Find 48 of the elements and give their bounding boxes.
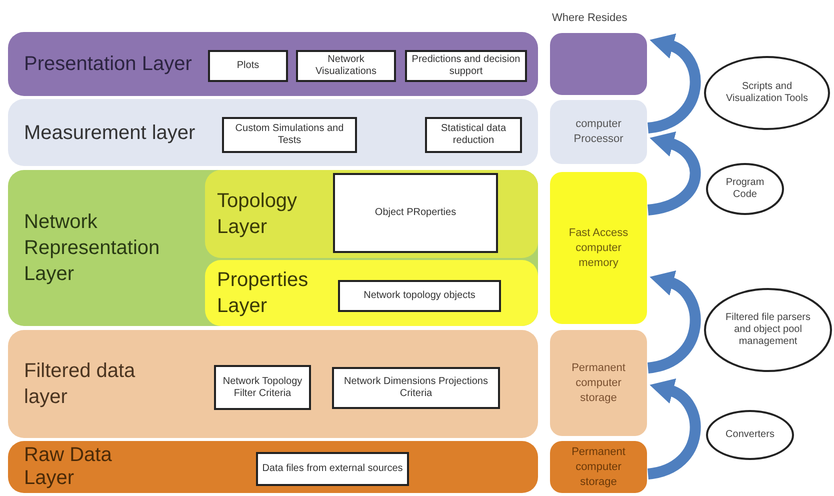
node-label: computer Processor	[572, 117, 624, 147]
layer-band	[8, 330, 538, 438]
node-label: Raw Data Layer	[24, 444, 113, 490]
node-label: Converters	[726, 429, 774, 441]
layer-band	[8, 99, 538, 166]
component-box	[208, 50, 288, 82]
node-label: Network Dimensions Projections Criteria	[343, 376, 489, 400]
sublayer-band	[205, 260, 538, 326]
component-box	[296, 50, 396, 82]
layer-band	[8, 441, 538, 493]
node-label: Program Code	[724, 177, 766, 201]
node-label: Network Topology Filter Criteria	[222, 376, 304, 400]
node-label: Custom Simulations and Tests	[234, 123, 345, 147]
node-label: Network topology objects	[364, 290, 476, 302]
node-label: Network Representation Layer	[24, 210, 161, 287]
node-label: Measurement layer	[24, 120, 196, 146]
node-label: Data files from external sources	[262, 463, 403, 475]
node-label: Topology Layer	[217, 189, 298, 240]
component-box	[222, 117, 357, 153]
node-label: Object PRoperties	[374, 207, 456, 219]
location-box	[550, 100, 647, 164]
layer-band	[8, 32, 538, 96]
node-label: Permanent computer storage	[570, 360, 626, 406]
location-box	[550, 330, 647, 436]
node-label: Scripts and Visualization Tools	[725, 81, 809, 105]
location-box	[550, 172, 647, 324]
layer-band	[8, 170, 538, 326]
sublayer-band	[205, 170, 538, 258]
component-box	[333, 173, 498, 253]
component-box	[338, 280, 501, 312]
node-label: Presentation Layer	[24, 52, 192, 77]
component-box	[425, 117, 522, 153]
node-label: Permanent computer storage	[570, 444, 626, 490]
component-box	[405, 50, 527, 82]
component-box	[256, 452, 409, 486]
location-box	[550, 441, 647, 493]
node-label: Plots	[236, 60, 260, 72]
node-label: Filtered file parsers and object pool management	[724, 312, 812, 348]
column-heading: Where Resides	[552, 11, 628, 26]
node-label: Properties Layer	[217, 268, 310, 319]
node-label: Statistical data reduction	[440, 123, 508, 147]
node-label: Predictions and decision support	[411, 54, 521, 78]
node-label: Filtered data layer	[24, 359, 136, 410]
component-box	[214, 365, 311, 410]
location-box	[550, 33, 647, 95]
component-box	[332, 367, 500, 409]
node-label: Network Visualizations	[314, 54, 378, 78]
node-label: Fast Access computer memory	[568, 226, 630, 270]
